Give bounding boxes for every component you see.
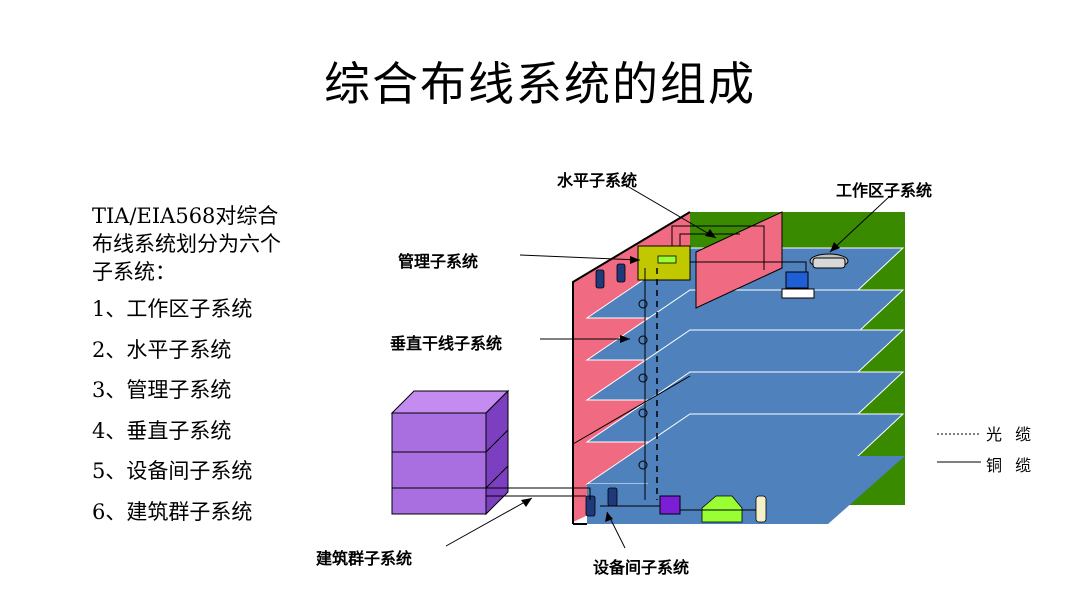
riser-opening bbox=[638, 408, 648, 418]
list-item: 6、建筑群子系统 bbox=[92, 499, 253, 524]
horizontal-copper-cable bbox=[690, 261, 807, 276]
arrow-head bbox=[630, 256, 640, 264]
callout-campus bbox=[445, 497, 533, 547]
label-equipment-room: 设备间子系统 bbox=[593, 558, 690, 577]
callout-work-area bbox=[829, 195, 891, 253]
subsystem-list: 1、工作区子系统 2、水平子系统 3、管理子系统 4、垂直子系统 5、设备间子系… bbox=[92, 294, 252, 537]
arrow-head bbox=[830, 242, 840, 252]
arrow-head bbox=[521, 498, 532, 507]
label-management: 管理子系统 bbox=[398, 252, 479, 271]
arrow-head bbox=[605, 512, 613, 522]
building-floor-divider bbox=[572, 375, 691, 445]
label-work-area: 工作区子系统 bbox=[836, 181, 933, 200]
slide-title: 综合布线系统的组成 bbox=[324, 57, 756, 111]
pbx-icon bbox=[701, 495, 743, 523]
computer-icon bbox=[785, 271, 809, 289]
horizontal-cable-3 bbox=[679, 233, 740, 246]
server-icon bbox=[607, 487, 618, 507]
equipment-switch-icon bbox=[659, 495, 681, 515]
campus-building-divider bbox=[485, 429, 509, 453]
riser-opening bbox=[638, 460, 648, 470]
campus-cable bbox=[486, 487, 591, 500]
riser-opening bbox=[638, 335, 648, 345]
ups-icon bbox=[755, 495, 767, 523]
horizontal-partition bbox=[695, 211, 783, 309]
arrow-head bbox=[620, 335, 630, 343]
building-frame bbox=[572, 211, 691, 524]
telephone-body-icon bbox=[812, 257, 846, 269]
riser-opening bbox=[638, 299, 648, 309]
campus-building-front bbox=[391, 412, 487, 515]
campus-building-divider bbox=[485, 465, 509, 489]
patch-panel-icon bbox=[657, 255, 677, 264]
label-horizontal: 水平子系统 bbox=[557, 171, 638, 190]
callout-horizontal bbox=[621, 182, 717, 239]
callout-management bbox=[519, 254, 641, 261]
label-campus: 建筑群子系统 bbox=[316, 549, 413, 568]
riser-opening bbox=[638, 373, 648, 383]
list-item: 2、水平子系统 bbox=[92, 337, 232, 362]
horizontal-cable-2 bbox=[671, 225, 765, 270]
management-cabinet bbox=[637, 245, 691, 281]
computer-base-icon bbox=[781, 288, 815, 299]
list-item: 5、设备间子系统 bbox=[92, 459, 253, 483]
list-item: 1、工作区子系统 bbox=[92, 297, 253, 321]
legend-fiber-label: 光 缆 bbox=[986, 425, 1036, 444]
hub-icon bbox=[616, 263, 626, 283]
hub-icon bbox=[595, 269, 605, 289]
intro-text: TIA/EIA568对综合布线系统划分为六个子系统： bbox=[92, 204, 281, 284]
label-vertical-backbone: 垂直干线子系统 bbox=[390, 334, 503, 353]
list-item: 3、管理子系统 bbox=[92, 378, 232, 402]
arrow-head bbox=[705, 229, 716, 238]
legend-copper-label: 铜 缆 bbox=[986, 456, 1036, 475]
list-item: 4、垂直子系统 bbox=[92, 418, 232, 443]
